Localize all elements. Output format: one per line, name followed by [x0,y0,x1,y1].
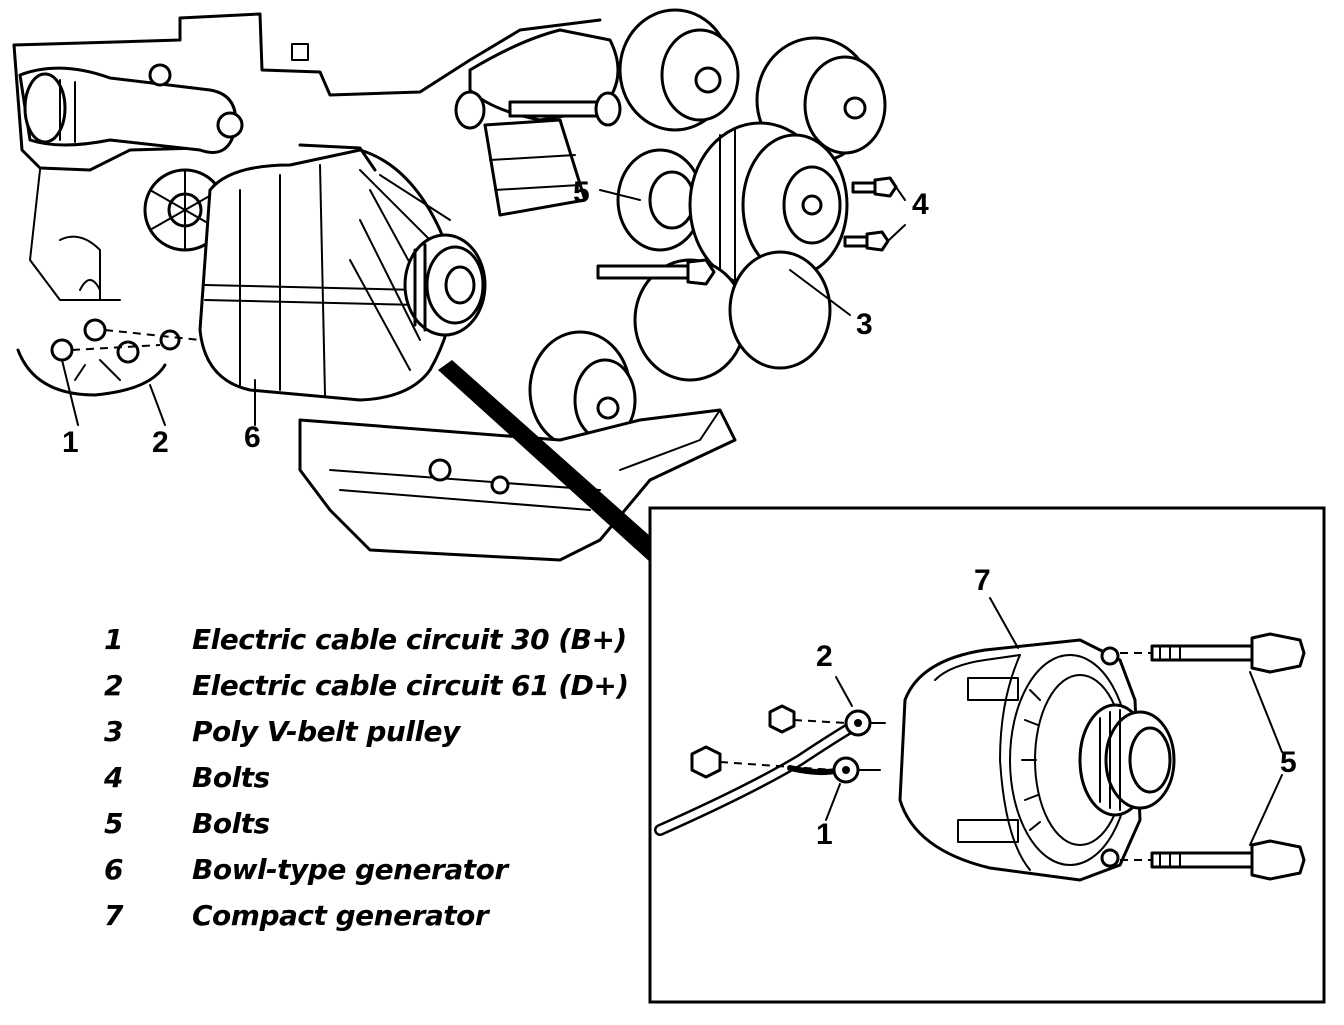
callout-inset-7: 7 [974,564,991,597]
engine-illustration [12,8,906,562]
legend-number: 5 [104,806,123,840]
callout-main-5: 5 [573,176,590,209]
legend-item: 6 Bowl-type generator [104,846,644,892]
legend-label: Bolts [192,806,270,840]
legend-label: Electric cable circuit 30 (B+) [192,622,627,656]
legend-number: 2 [104,668,123,702]
callout-inset-5: 5 [1280,746,1297,779]
callout-inset-1: 1 [816,818,833,851]
callout-main-1: 1 [62,426,79,459]
legend-item: 1 Electric cable circuit 30 (B+) [104,616,644,662]
legend: 1 Electric cable circuit 30 (B+) 2 Elect… [104,616,644,938]
legend-number: 4 [104,760,123,794]
legend-number: 7 [104,898,123,932]
legend-number: 1 [104,622,123,656]
legend-number: 6 [104,852,123,886]
legend-number: 3 [104,714,123,748]
legend-item: 7 Compact generator [104,892,644,938]
compact-generator-inset [648,506,1326,1004]
legend-label: Compact generator [192,898,489,932]
callout-main-2: 2 [152,426,169,459]
callout-main-6: 6 [244,421,261,454]
callout-main-4: 4 [912,188,929,221]
legend-item: 3 Poly V-belt pulley [104,708,644,754]
legend-label: Electric cable circuit 61 (D+) [192,668,629,702]
legend-label: Bowl-type generator [192,852,508,886]
legend-item: 5 Bolts [104,800,644,846]
legend-item: 2 Electric cable circuit 61 (D+) [104,662,644,708]
callout-main-3: 3 [856,308,873,341]
legend-item: 4 Bolts [104,754,644,800]
legend-label: Poly V-belt pulley [192,714,460,748]
legend-label: Bolts [192,760,270,794]
callout-inset-2: 2 [816,640,833,673]
